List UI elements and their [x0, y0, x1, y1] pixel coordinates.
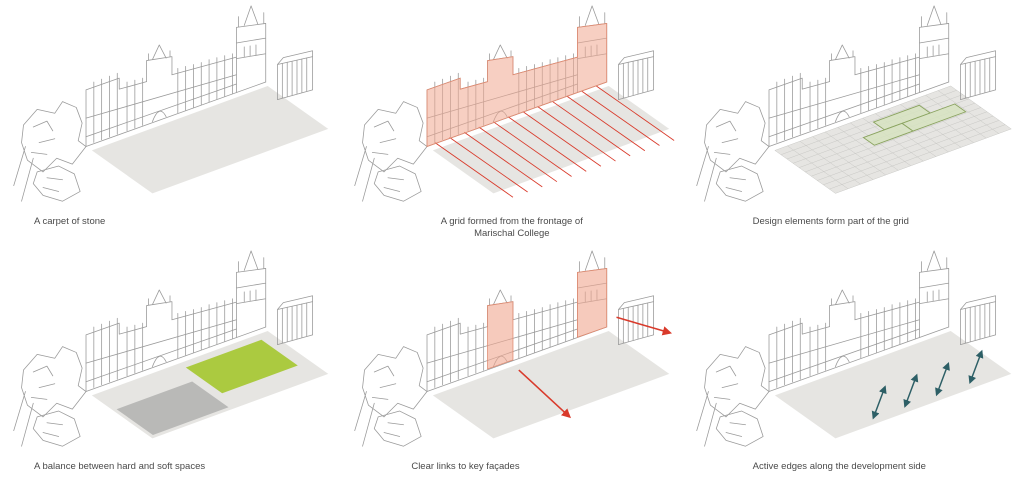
panel-caption: Clear links to key façades	[411, 461, 520, 472]
active-edge-arrow	[871, 385, 887, 420]
sketch-design-elements	[695, 5, 1012, 202]
sketch-hard-soft	[13, 250, 329, 447]
sketch-carpet-of-stone	[13, 5, 329, 202]
active-edge-arrow	[968, 349, 983, 385]
plaza-surface	[433, 330, 670, 439]
sketch-grid-from-frontage	[354, 5, 675, 202]
panel-caption: A balance between hard and soft spaces	[34, 461, 206, 472]
plaza-surface	[774, 330, 1011, 439]
active-edge-arrows	[871, 349, 983, 420]
link-arrow	[518, 369, 572, 419]
facade-key-highlights	[487, 267, 608, 370]
panel-carpet-of-stone: A carpet of stone	[0, 0, 341, 245]
active-edge-arrow	[903, 373, 918, 408]
panel-hard-soft: A balance between hard and soft spaces	[0, 245, 341, 490]
panel-caption: A carpet of stone	[34, 216, 106, 227]
panel-caption: Active edges along the development side	[752, 461, 926, 472]
grid-design-cells	[862, 103, 967, 146]
panel-design-elements: Design elements form part of the grid	[683, 0, 1024, 245]
plaza-surface	[433, 85, 670, 194]
frontage-grid-lines	[434, 85, 675, 198]
hard-space-area	[116, 381, 229, 435]
panel-caption: A grid formed from the frontage of Maris…	[440, 216, 583, 240]
link-arrow	[616, 316, 673, 336]
soft-space-area	[185, 339, 298, 394]
facade-link-arrows	[518, 316, 673, 419]
sketch-active-edges	[695, 250, 1011, 447]
panel-caption: Design elements form part of the grid	[752, 216, 909, 227]
active-edge-arrow	[934, 361, 950, 397]
panel-active-edges: Active edges along the development side	[683, 245, 1024, 490]
facade-highlight	[426, 22, 608, 148]
panel-grid-from-frontage: A grid formed from the frontage of Maris…	[341, 0, 682, 245]
plaza-surface	[91, 85, 329, 194]
panel-key-facades: Clear links to key façades	[341, 245, 682, 490]
sketch-key-facades	[354, 250, 673, 447]
